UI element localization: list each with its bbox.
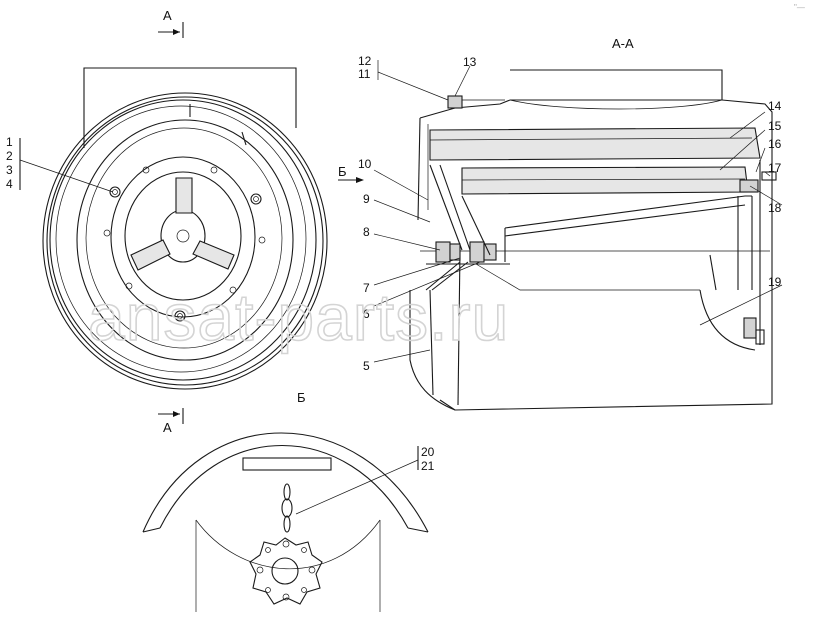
view-b-arrow-label: Б	[338, 164, 347, 179]
view-b-title: Б	[297, 390, 306, 405]
callout-11: 11	[358, 67, 371, 81]
view-b	[142, 432, 429, 612]
watermark: ansat-parts.ru	[88, 280, 509, 354]
callout-13: 13	[463, 55, 477, 69]
section-aa-view	[338, 60, 783, 411]
callout-4: 4	[6, 177, 13, 191]
callout-10: 10	[358, 157, 372, 171]
front-view	[19, 22, 328, 424]
callout-15: 15	[768, 119, 782, 133]
section-mark-a-bottom: А	[163, 420, 172, 435]
callout-2: 2	[6, 149, 13, 163]
callout-14: 14	[768, 99, 782, 113]
callout-16: 16	[768, 137, 782, 151]
section-title-aa: А-А	[612, 36, 634, 51]
labels: А А А-А Б Б 1 2 3 4 5 6 7 8 9 10 11 12 1…	[6, 3, 805, 473]
callout-20: 20	[421, 445, 435, 459]
callout-5: 5	[363, 359, 370, 373]
callout-9: 9	[363, 192, 370, 206]
callout-12: 12	[358, 54, 372, 68]
callout-6: 6	[363, 307, 370, 321]
callout-3: 3	[6, 163, 13, 177]
callout-17: 17	[768, 161, 782, 175]
callout-8: 8	[363, 225, 370, 239]
corner-mark: "—	[794, 3, 805, 12]
callout-18: 18	[768, 201, 782, 215]
callout-7: 7	[363, 281, 370, 295]
callout-1: 1	[6, 135, 13, 149]
callout-21: 21	[421, 459, 435, 473]
callout-19: 19	[768, 275, 782, 289]
section-mark-a-top: А	[163, 8, 172, 23]
